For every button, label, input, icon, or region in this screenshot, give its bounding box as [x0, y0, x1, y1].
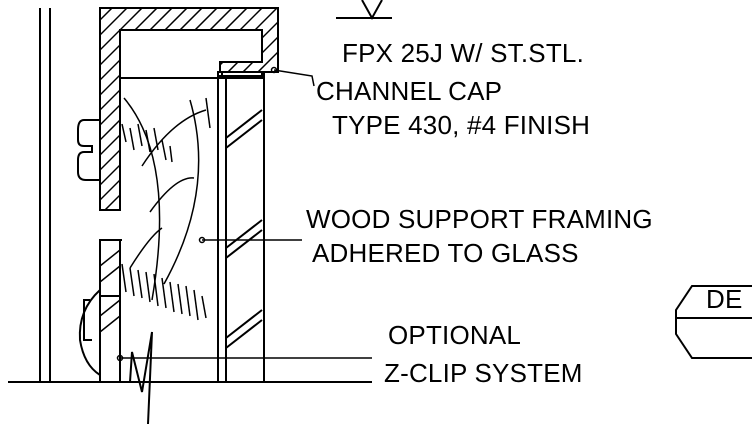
channel-cap-label-line3: TYPE 430, #4 FINISH — [332, 110, 591, 140]
detail-tag-outline — [675, 285, 752, 359]
channel-cap-label-line2: CHANNEL CAP — [316, 76, 503, 106]
wood-support-label-line1: WOOD SUPPORT FRAMING — [306, 204, 653, 234]
cap-hatching — [100, 8, 278, 210]
wood-support-label-line2: ADHERED TO GLASS — [312, 238, 579, 268]
break-line — [129, 331, 153, 425]
arrow-head — [361, 0, 383, 21]
channel-cap-label-line1: FPX 25J W/ ST.STL. — [342, 38, 584, 68]
leader-channel-cap — [273, 69, 315, 87]
leader-dot — [270, 66, 278, 74]
wood-grain — [121, 97, 211, 321]
z-clip-plate — [99, 239, 121, 383]
z-clip-label-line2: Z-CLIP SYSTEM — [384, 358, 583, 388]
z-clip-teeth — [99, 249, 121, 333]
detail-tag-label: DE — [706, 284, 743, 314]
z-clip-arc — [78, 289, 101, 376]
upper-clip-profile — [77, 119, 100, 181]
channel-cap — [99, 7, 279, 211]
z-clip-label-line1: OPTIONAL — [388, 320, 522, 350]
